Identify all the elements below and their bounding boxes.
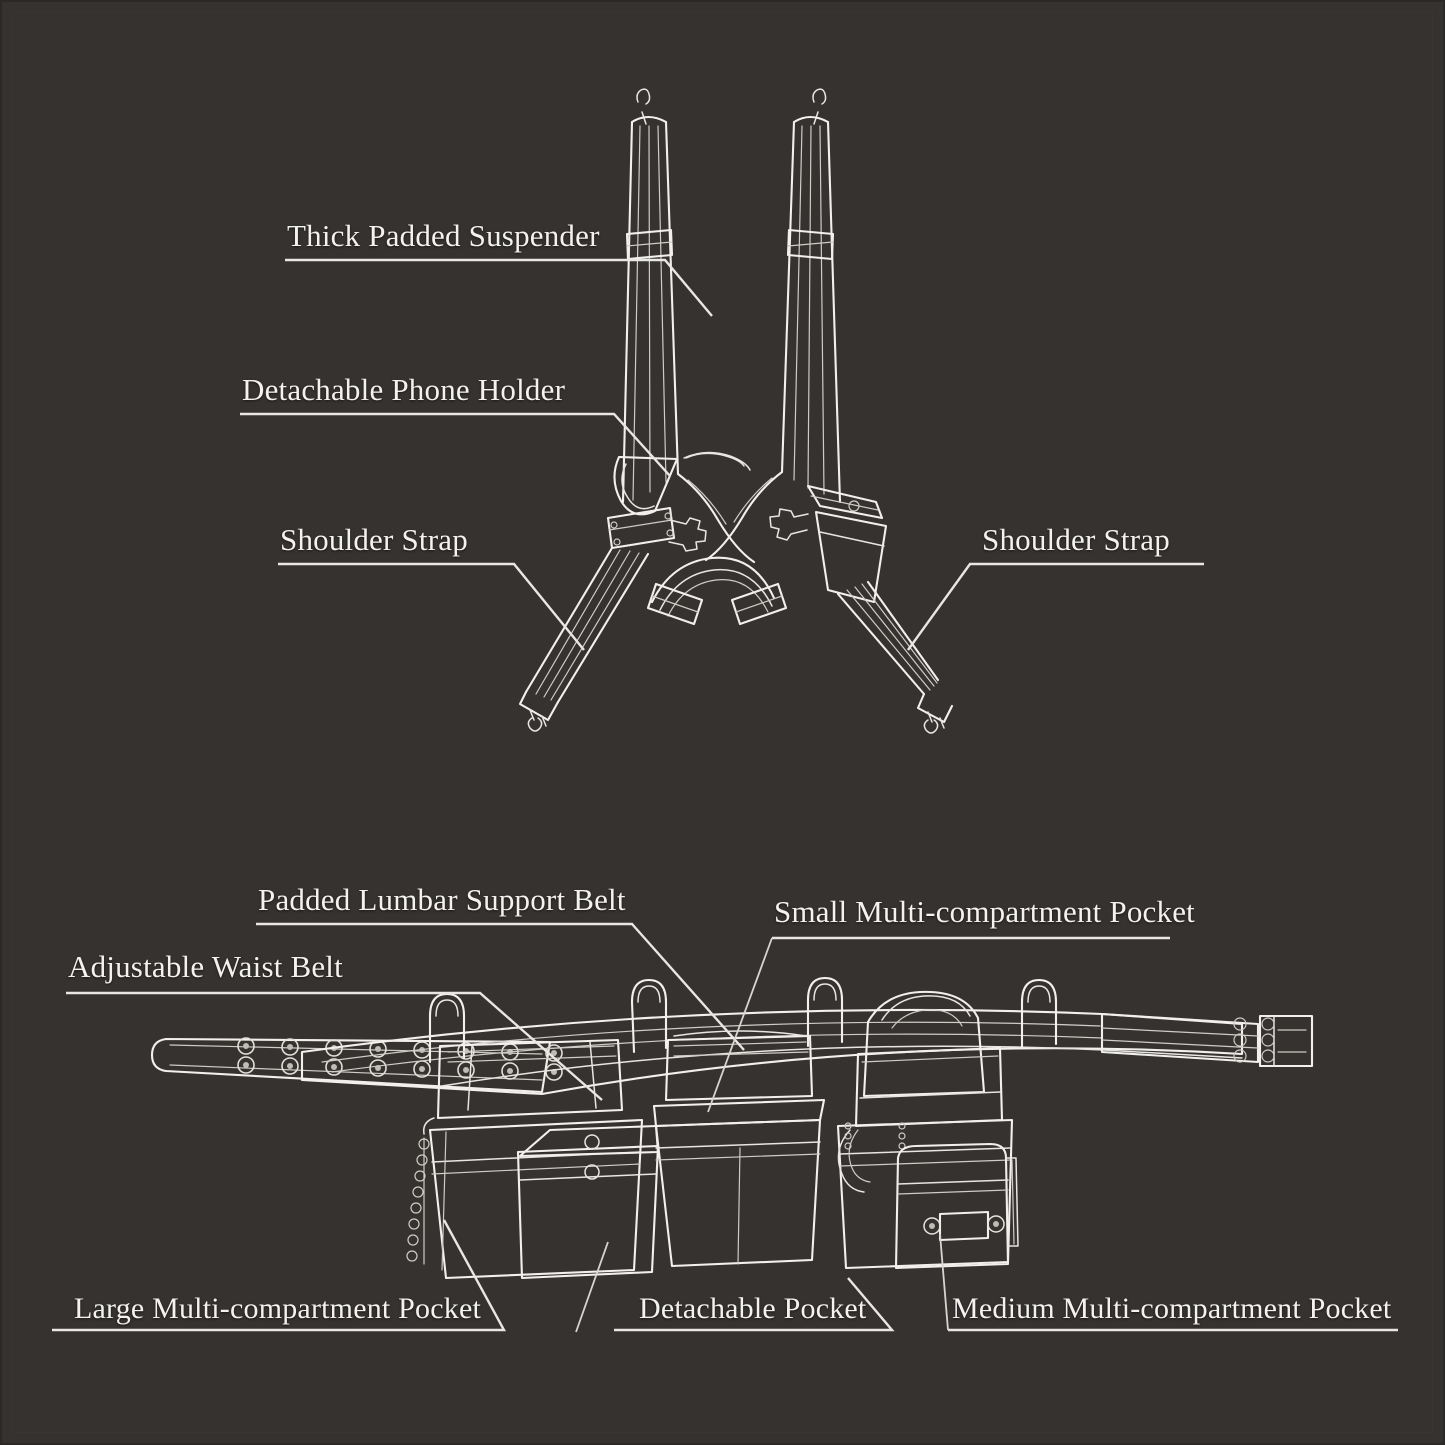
leader-adjustable-waist-belt [66,991,603,1101]
label-large-multi-compartment-pocket: Large Multi-compartment Pocket [74,1292,482,1325]
detachable-pocket [652,1030,826,1268]
hammer-loop-chain [406,1117,435,1265]
leader-detachable-phone-holder [240,412,671,477]
leader-lines-belt [52,922,1398,1333]
leader-medium-multi-compartment-pocket-d [939,1233,949,1331]
leader-large-multi-compartment-pocket [52,1219,507,1332]
medium-multi-compartment-pocket [836,1118,1019,1270]
label-small-multi-compartment-pocket: Small Multi-compartment Pocket [774,894,1195,929]
leader-detachable-pocket-h [614,1277,895,1332]
leader-thick-padded-suspender [285,258,713,317]
leader-detachable-pocket-d [575,1241,609,1333]
belt-buckle [1100,1012,1314,1068]
label-shoulder-strap-left: Shoulder Strap [280,522,468,557]
x-cross-junction [646,451,788,626]
leader-lines-suspender [240,258,1204,651]
label-thick-padded-suspender: Thick Padded Suspender [287,218,600,253]
small-multi-compartment-pocket [854,990,1004,1128]
label-detachable-phone-holder: Detachable Phone Holder [242,372,566,407]
suspender-harness [518,88,954,734]
leader-padded-lumbar-support-belt [256,922,745,1051]
tool-belt [150,976,1314,1280]
leader-shoulder-strap-right [907,562,1204,651]
leader-small-multi-compartment-pocket-d [707,937,773,1113]
label-detachable-pocket: Detachable Pocket [639,1292,867,1325]
leader-shoulder-strap-left [278,562,585,651]
label-shoulder-strap-right: Shoulder Strap [982,522,1170,557]
right-shoulder-strap [769,88,954,734]
label-medium-multi-compartment-pocket: Medium Multi-compartment Pocket [952,1292,1392,1325]
label-adjustable-waist-belt: Adjustable Waist Belt [68,949,343,984]
label-padded-lumbar-support-belt: Padded Lumbar Support Belt [258,882,626,917]
left-shoulder-strap [518,88,707,732]
